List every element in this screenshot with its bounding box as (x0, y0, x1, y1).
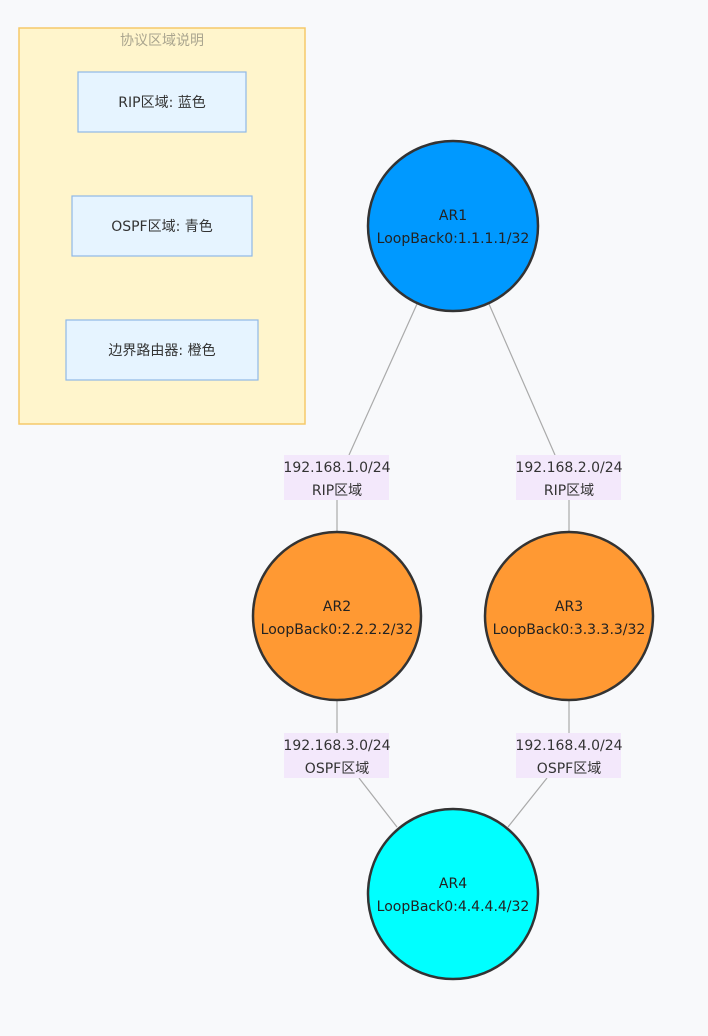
edge-ar1-ar2-upper (348, 303, 418, 456)
edge-label-ar2-ar4: 192.168.3.0/24 OSPF区域 (283, 733, 391, 778)
router-circle (251, 530, 423, 702)
edge-ar2-ar4-lower (358, 777, 398, 828)
edge-label-bg (516, 455, 621, 500)
legend-title: 协议区域说明 (120, 33, 204, 49)
legend-item-border: 边界路由器: 橙色 (108, 342, 215, 359)
router-name: AR3 (555, 599, 583, 615)
edges (336, 303, 570, 828)
router-circle (366, 807, 540, 981)
legend-item-border-box (65, 319, 259, 381)
legend-box: 协议区域说明 RIP区域: 蓝色 OSPF区域: 青色 边界路由器: 橙色 (18, 27, 306, 425)
router-name: AR4 (439, 876, 467, 892)
edge-subnet-label: 192.168.2.0/24 (515, 460, 622, 476)
edge-area-label: OSPF区域 (305, 761, 369, 777)
edge-label-bg (284, 733, 389, 778)
edge-subnet-label: 192.168.4.0/24 (515, 738, 622, 754)
node-ar2[interactable]: AR2 LoopBack0:2.2.2.2/32 (251, 530, 423, 702)
edge-label-ar1-ar3: 192.168.2.0/24 RIP区域 (515, 455, 623, 500)
edge-subnet-label: 192.168.1.0/24 (283, 460, 390, 476)
edge-area-label: RIP区域 (544, 483, 594, 499)
node-ar3[interactable]: AR3 LoopBack0:3.3.3.3/32 (483, 530, 655, 702)
edge-ar3-ar4-lower (507, 777, 548, 828)
legend-item-rip-box (77, 71, 247, 133)
router-name: AR1 (439, 208, 467, 224)
node-ar1[interactable]: AR1 LoopBack0:1.1.1.1/32 (366, 139, 540, 313)
router-name: AR2 (323, 599, 351, 615)
router-loopback: LoopBack0:1.1.1.1/32 (377, 231, 530, 247)
edge-area-label: OSPF区域 (537, 761, 601, 777)
edge-label-bg (516, 733, 621, 778)
router-circle (483, 530, 655, 702)
router-loopback: LoopBack0:2.2.2.2/32 (261, 622, 414, 638)
node-ar4[interactable]: AR4 LoopBack0:4.4.4.4/32 (366, 807, 540, 981)
edge-ar1-ar3-upper (488, 303, 556, 456)
edge-label-bg (284, 455, 389, 500)
legend-item-rip: RIP区域: 蓝色 (118, 94, 205, 111)
router-loopback: LoopBack0:3.3.3.3/32 (493, 622, 646, 638)
router-loopback: LoopBack0:4.4.4.4/32 (377, 899, 530, 915)
router-circle (366, 139, 540, 313)
legend-item-ospf: OSPF区域: 青色 (111, 218, 213, 235)
edge-label-ar1-ar2: 192.168.1.0/24 RIP区域 (283, 455, 391, 500)
edge-area-label: RIP区域 (312, 483, 362, 499)
legend-item-ospf-box (71, 195, 253, 257)
edge-subnet-label: 192.168.3.0/24 (283, 738, 390, 754)
edge-label-ar3-ar4: 192.168.4.0/24 OSPF区域 (515, 733, 623, 778)
